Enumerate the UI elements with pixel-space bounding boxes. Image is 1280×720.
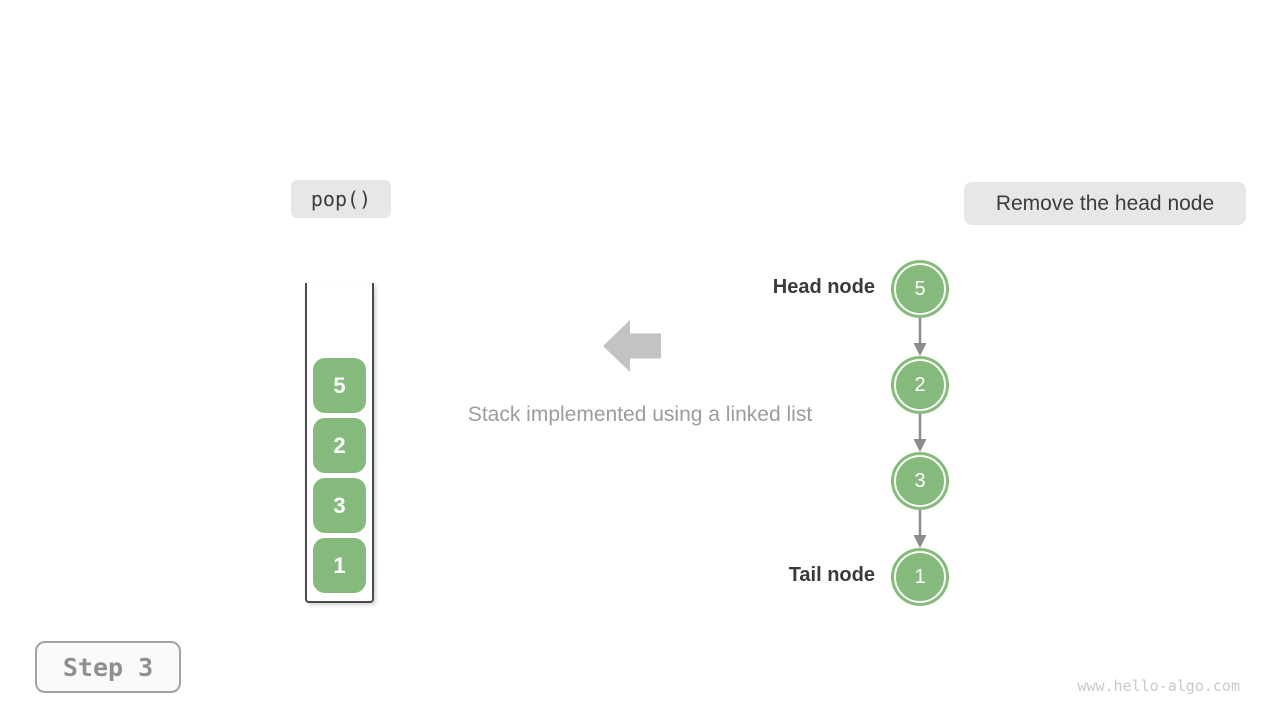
- stack-item: 2: [313, 418, 366, 473]
- down-arrow-icon: [913, 318, 927, 356]
- watermark-text: www.hello-algo.com: [1077, 677, 1240, 695]
- node-value: 1: [914, 565, 926, 588]
- tail-node-label: Tail node: [788, 564, 875, 586]
- node-value: 2: [914, 373, 926, 396]
- down-arrow-icon: [913, 414, 927, 452]
- node-value: 3: [914, 469, 926, 492]
- stack-item: 3: [313, 478, 366, 533]
- remove-head-annotation: Remove the head node: [964, 182, 1246, 225]
- list-node: 2: [891, 356, 949, 414]
- left-arrow-icon: [603, 320, 661, 372]
- node-value: 5: [914, 277, 926, 300]
- pop-operation-label: pop(): [291, 180, 391, 218]
- stack-item: 5: [313, 358, 366, 413]
- list-node: 5: [891, 260, 949, 318]
- stack-item: 1: [313, 538, 366, 593]
- step-badge: Step 3: [35, 641, 181, 693]
- list-node: 1: [891, 548, 949, 606]
- list-node: 3: [891, 452, 949, 510]
- caption-text: Stack implemented using a linked list: [467, 403, 813, 426]
- down-arrow-icon: [913, 510, 927, 548]
- head-node-label: Head node: [772, 276, 875, 298]
- stack-container: 5 2 3 1: [305, 283, 374, 603]
